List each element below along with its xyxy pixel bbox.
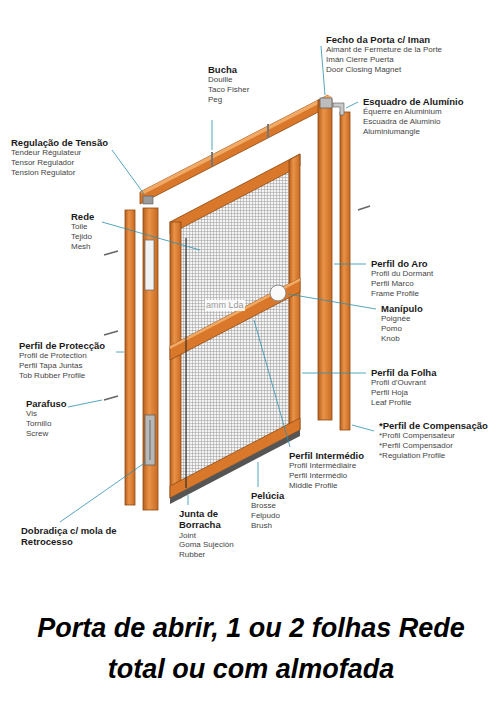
caption: Porta de abrir, 1 ou 2 folhas Rede total… xyxy=(16,608,486,689)
leaf-profile xyxy=(170,154,300,498)
part-translation: Tejido xyxy=(70,232,93,242)
part-translation: Aluminiumangle xyxy=(362,127,421,137)
part-translation: Tob Rubber Profile xyxy=(18,371,86,381)
part-translation: Knob xyxy=(380,334,401,344)
part-name: Manípulo xyxy=(380,303,424,314)
part-name: Dobradiça c/ mola de Retrocesso xyxy=(20,525,147,548)
part-name: Fecho da Porta c/ Iman xyxy=(325,34,431,45)
watermark: amm Lda xyxy=(205,300,245,311)
bottom-profile xyxy=(170,418,300,504)
middle-profile xyxy=(170,278,300,360)
lock-plate xyxy=(145,240,154,290)
part-translation: Door Closing Magnet xyxy=(325,65,402,75)
part-translation: Perfil Tapa Juntas xyxy=(18,361,83,371)
part-translation: Équerre en Aluminium xyxy=(362,107,443,117)
frame-profile-left xyxy=(143,208,158,510)
part-translation: Tensor Regulador xyxy=(10,158,75,168)
part-name: Perfil do Aro xyxy=(370,258,429,269)
part-translation: Profil Intermédiaire xyxy=(288,461,357,471)
frame-profile-right xyxy=(318,100,332,420)
part-translation: Imán Cierre Puerta xyxy=(325,55,395,65)
knob xyxy=(270,285,286,301)
part-translation: Profil de Protection xyxy=(18,351,88,361)
part-name: Perfil de Protecção xyxy=(18,340,106,351)
part-translation: Aimant de Fermeture de la Porte xyxy=(325,45,443,55)
part-translation: Profil d'Ouvrant xyxy=(370,378,427,388)
part-translation: Perfil Intermédio xyxy=(288,471,348,481)
tension-regulator xyxy=(143,196,153,204)
part-name: Esquadro de Alumínio xyxy=(362,96,464,107)
part-translation: Pomo xyxy=(380,324,403,334)
part-translation: Goma Sujeción xyxy=(178,540,235,550)
part-translation: Middle Profile xyxy=(288,481,338,491)
aluminium-angle xyxy=(333,103,344,115)
part-translation: Poignée xyxy=(380,314,411,324)
part-name: Junta de Borracha xyxy=(178,508,235,531)
part-translation: *Perfil Compensador xyxy=(378,441,454,451)
part-translation: Mesh xyxy=(70,242,92,252)
part-translation: *Profil Compensateur xyxy=(378,431,456,441)
part-name: Perfil da Folha xyxy=(370,367,437,378)
part-translation: Frame Profile xyxy=(370,289,420,299)
part-translation: Brosse xyxy=(250,501,277,511)
part-translation: Vis xyxy=(25,409,38,419)
door-magnet xyxy=(320,98,332,108)
hinge xyxy=(145,415,155,465)
part-translation: Escuadra de Aluminio xyxy=(362,117,441,127)
part-translation: Perfil Hoja xyxy=(370,388,409,398)
part-translation: Joint xyxy=(178,531,197,541)
part-translation: Taco Fisher xyxy=(207,85,250,95)
part-translation: Felpudo xyxy=(250,511,281,521)
part-translation: Perfil Marco xyxy=(370,279,415,289)
part-name: Bucha xyxy=(207,64,238,75)
part-translation: Leaf Profile xyxy=(370,398,412,408)
part-translation: Rubber xyxy=(178,550,206,560)
part-name: *Perfil de Compensação xyxy=(378,420,489,431)
part-translation: Tension Regulator xyxy=(10,168,76,178)
part-translation: Tendeur Régulateur xyxy=(10,148,82,158)
part-name: Rede xyxy=(70,211,95,222)
part-translation: Toile xyxy=(70,222,88,232)
part-name: Parafuso xyxy=(25,398,68,409)
part-translation: Brush xyxy=(250,521,273,531)
part-translation: Tornillo xyxy=(25,419,52,429)
part-translation: Douille xyxy=(207,75,233,85)
part-name: Regulação de Tensão xyxy=(10,137,109,148)
part-name: Perfil Intermédio xyxy=(288,450,365,461)
compensation-profile xyxy=(340,112,350,430)
peg xyxy=(212,124,268,166)
part-translation: Screw xyxy=(25,429,49,439)
leader-line xyxy=(60,46,376,522)
rubber-joint xyxy=(185,238,186,488)
part-name: Pelúcia xyxy=(250,490,285,501)
part-translation: *Regulation Profile xyxy=(378,451,446,461)
brush xyxy=(170,430,300,504)
part-translation: Peg xyxy=(207,95,223,105)
mesh xyxy=(170,154,300,498)
part-translation: Profil du Dormant xyxy=(370,269,434,279)
protection-profile xyxy=(125,210,135,505)
